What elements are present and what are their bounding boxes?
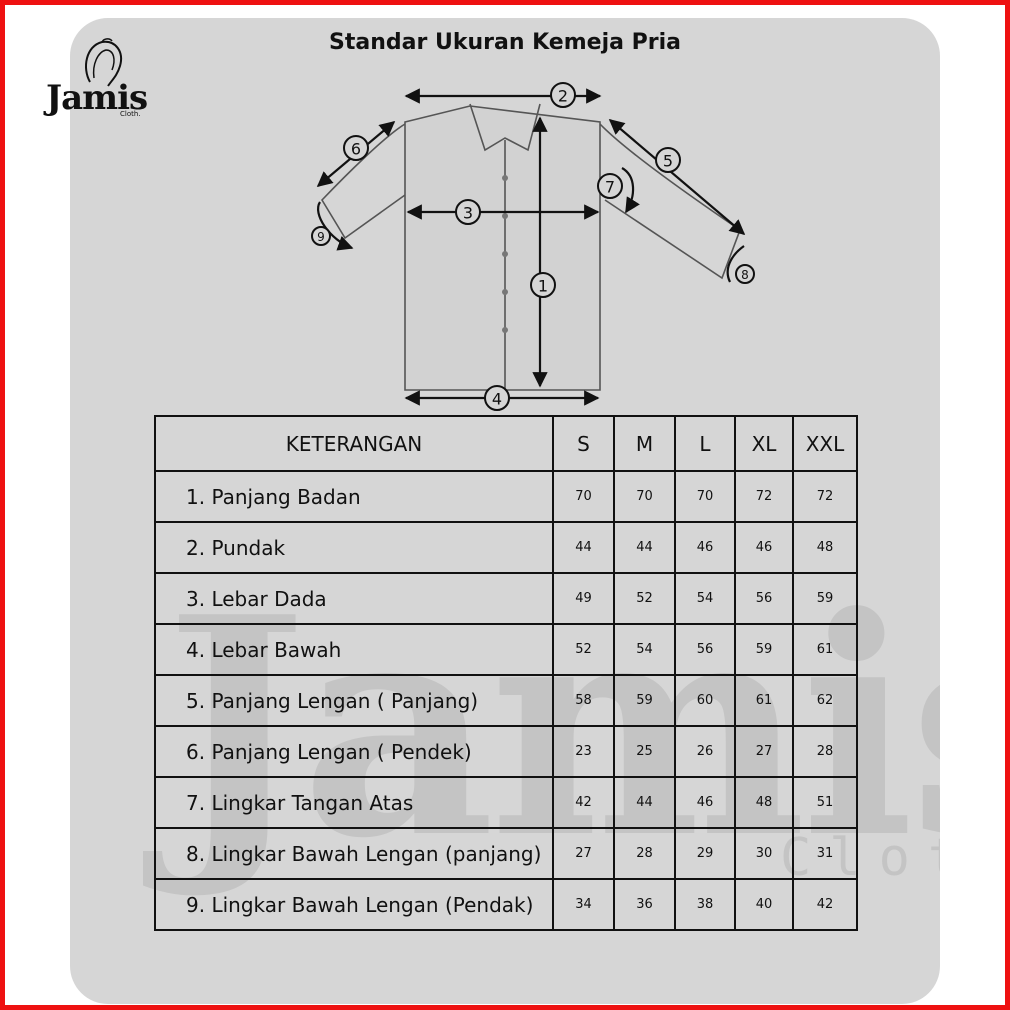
size-value: 30 (734, 827, 794, 880)
size-value: 49 (552, 572, 615, 625)
size-value: 60 (674, 674, 736, 727)
size-value: 52 (552, 623, 615, 676)
size-value: 72 (734, 470, 794, 523)
size-value: 27 (734, 725, 794, 778)
table-header-row: KETERANGAN S M L XL XXL (154, 415, 858, 472)
header-size-l: L (674, 415, 736, 472)
size-value: 36 (613, 878, 676, 931)
size-value: 61 (792, 623, 858, 676)
marker-7: 7 (605, 178, 615, 197)
marker-4: 4 (492, 390, 502, 409)
size-value: 42 (552, 776, 615, 829)
size-value: 44 (613, 776, 676, 829)
logo-subtext: Cloth. (120, 110, 141, 118)
header-size-s: S (552, 415, 615, 472)
row-label: 2. Pundak (154, 521, 554, 574)
size-value: 34 (552, 878, 615, 931)
size-table: KETERANGAN S M L XL XXL 1. Panjang Badan… (154, 415, 858, 931)
size-value: 51 (792, 776, 858, 829)
size-value: 29 (674, 827, 736, 880)
row-label: 7. Lingkar Tangan Atas (154, 776, 554, 829)
header-size-xxl: XXL (792, 415, 858, 472)
size-value: 59 (613, 674, 676, 727)
size-value: 38 (674, 878, 736, 931)
size-value: 42 (792, 878, 858, 931)
size-value: 27 (552, 827, 615, 880)
size-value: 72 (792, 470, 858, 523)
size-value: 58 (552, 674, 615, 727)
size-value: 56 (674, 623, 736, 676)
size-value: 26 (674, 725, 736, 778)
hijab-icon (85, 38, 122, 87)
header-size-xl: XL (734, 415, 794, 472)
row-label: 9. Lingkar Bawah Lengan (Pendak) (154, 878, 554, 931)
size-value: 52 (613, 572, 676, 625)
size-value: 28 (792, 725, 858, 778)
row-label: 8. Lingkar Bawah Lengan (panjang) (154, 827, 554, 880)
marker-9: 9 (317, 230, 325, 244)
size-value: 28 (613, 827, 676, 880)
size-value: 46 (674, 776, 736, 829)
size-value: 54 (613, 623, 676, 676)
size-value: 59 (792, 572, 858, 625)
marker-8: 8 (741, 268, 749, 282)
size-value: 46 (674, 521, 736, 574)
row-label: 6. Panjang Lengan ( Pendek) (154, 725, 554, 778)
size-value: 48 (792, 521, 858, 574)
size-value: 44 (613, 521, 676, 574)
marker-3: 3 (463, 204, 473, 223)
size-value: 31 (792, 827, 858, 880)
size-value: 48 (734, 776, 794, 829)
size-value: 70 (613, 470, 676, 523)
marker-5: 5 (663, 152, 673, 171)
shirt-outline (320, 103, 741, 391)
size-value: 54 (674, 572, 736, 625)
size-value: 25 (613, 725, 676, 778)
size-value: 44 (552, 521, 615, 574)
marker-6: 6 (351, 140, 361, 159)
header-size-m: M (613, 415, 676, 472)
marker-1: 1 (538, 277, 548, 296)
size-value: 23 (552, 725, 615, 778)
row-label: 3. Lebar Dada (154, 572, 554, 625)
size-value: 61 (734, 674, 794, 727)
brand-logo: Jamis Cloth. (42, 38, 152, 128)
size-value: 70 (674, 470, 736, 523)
size-value: 62 (792, 674, 858, 727)
marker-2: 2 (558, 87, 568, 106)
size-value: 46 (734, 521, 794, 574)
size-value: 70 (552, 470, 615, 523)
page-title: Standar Ukuran Kemeja Pria (329, 30, 681, 55)
row-label: 4. Lebar Bawah (154, 623, 554, 676)
header-keterangan: KETERANGAN (154, 415, 554, 472)
size-value: 40 (734, 878, 794, 931)
shirt-measurement-diagram: 1 2 3 4 5 6 7 8 9 (311, 82, 755, 411)
marker-circles (311, 82, 755, 411)
size-value: 56 (734, 572, 794, 625)
row-label: 1. Panjang Badan (154, 470, 554, 523)
size-value: 59 (734, 623, 794, 676)
logo-name: Jamis (46, 78, 148, 118)
row-label: 5. Panjang Lengan ( Panjang) (154, 674, 554, 727)
